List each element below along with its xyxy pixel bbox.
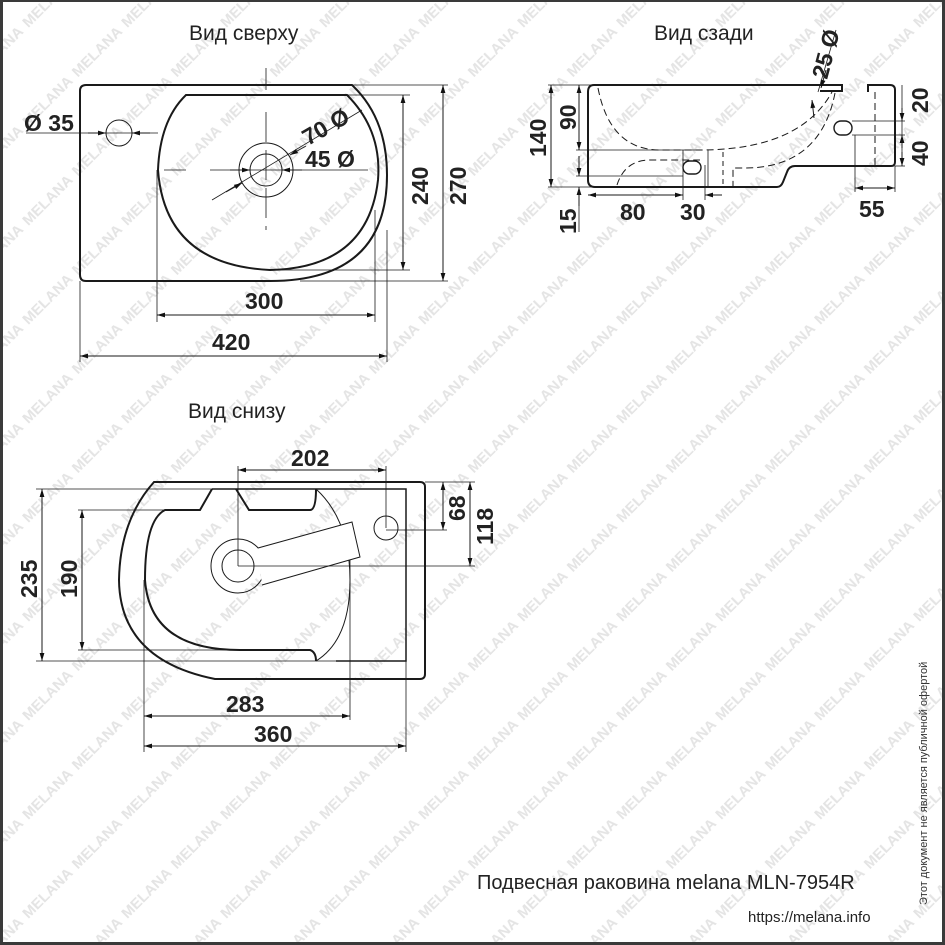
dim-outer-height: 235 <box>16 559 42 598</box>
dim-total-width: 420 <box>212 329 250 355</box>
bottom-view-title: Вид снизу <box>188 400 286 423</box>
bottom-view-drawing <box>36 466 475 752</box>
dim-hole-offset-a: 68 <box>444 495 470 521</box>
dim-drain-to-hole: 202 <box>291 445 329 471</box>
website-link[interactable]: https://melana.info <box>748 909 871 926</box>
product-title: Подвесная раковина melana MLN-7954R <box>477 872 855 894</box>
back-view-drawing <box>548 29 905 232</box>
dim-inner-width: 283 <box>226 691 264 717</box>
mount-hole <box>833 120 853 136</box>
dim-bowl-height: 90 <box>555 104 581 130</box>
dim-bowl-depth: 240 <box>407 167 433 205</box>
dim-hole-width: 30 <box>680 199 706 225</box>
dim-outer-width: 360 <box>254 721 292 747</box>
top-view-drawing <box>26 68 448 362</box>
dim-hole-offset-b: 118 <box>472 508 498 545</box>
dim-mount-offset-x: 55 <box>859 196 885 222</box>
dim-bowl-width: 300 <box>245 288 283 314</box>
dim-overflow-diameter: Ø 35 <box>24 110 74 136</box>
dim-total-height: 140 <box>525 119 551 157</box>
dim-mount-offset-top: 20 <box>907 87 933 113</box>
dim-inner-height: 190 <box>56 560 82 598</box>
dim-mount-hole-height: 40 <box>907 140 933 166</box>
dim-hole-offset-x: 80 <box>620 199 646 225</box>
dim-total-depth: 270 <box>445 167 471 205</box>
top-view-title: Вид сверху <box>189 22 299 45</box>
dim-bottom-offset: 15 <box>555 208 581 234</box>
back-view-title: Вид сзади <box>654 22 754 45</box>
dim-drain-inner-diameter: 45 Ø <box>305 146 355 172</box>
